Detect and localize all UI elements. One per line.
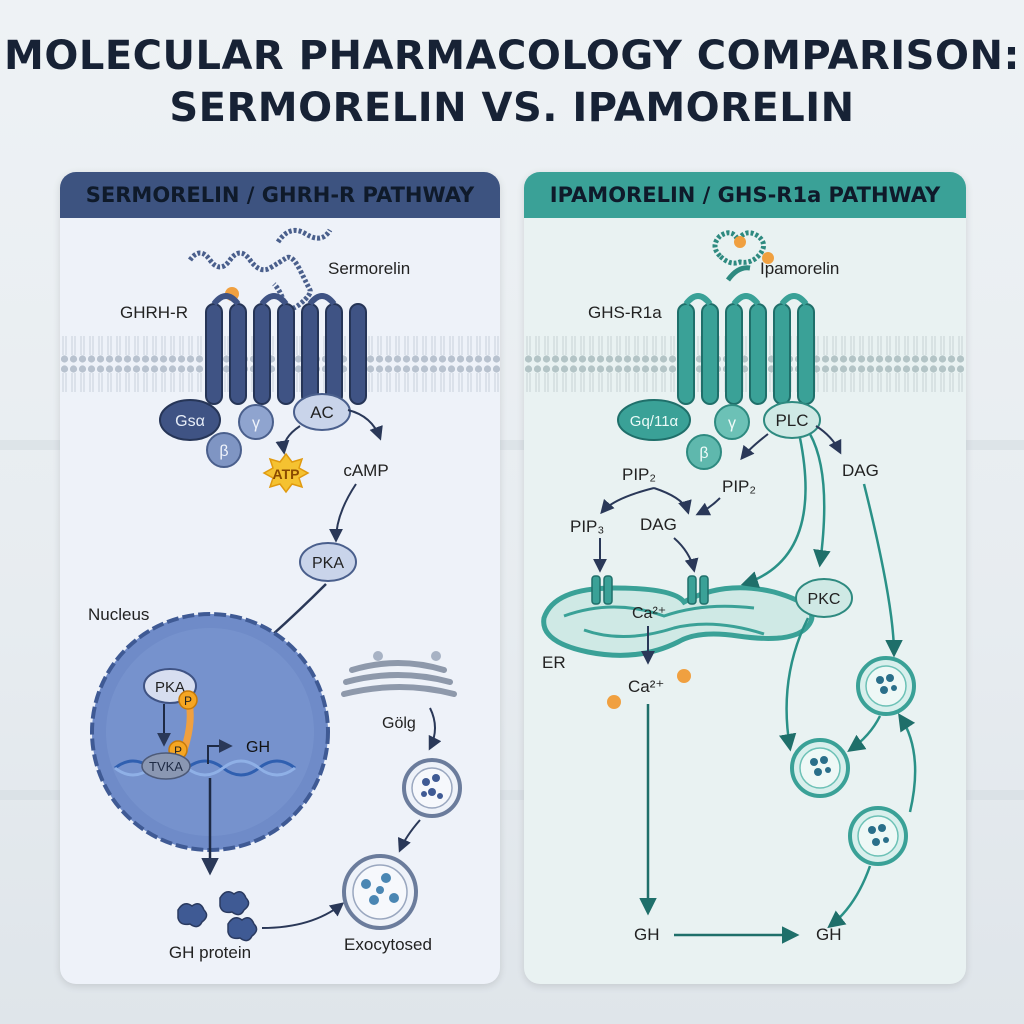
ipamorelin-panel-header: IPAMORELIN / GHS-R1a PATHWAY	[524, 172, 966, 218]
atp-label: ATP	[273, 466, 300, 482]
golgi-apparatus	[341, 660, 457, 697]
atp-burst	[262, 452, 310, 494]
page-title: MOLECULAR PHARMACOLOGY COMPARISON: SERMO…	[0, 30, 1024, 134]
ipamorelin-panel: IPAMORELIN / GHS-R1a PATHWAY Ipamorel	[524, 172, 966, 984]
adenylyl-cyclase	[293, 393, 351, 431]
ghrh-receptor	[205, 303, 367, 405]
golgi-label: Gölg	[382, 715, 416, 732]
ligand-dot	[762, 252, 774, 264]
er-calcium-label: Ca²⁺	[632, 605, 666, 622]
ipamorelin-peptide	[712, 230, 766, 266]
title-line-2: SERMORELIN VS. IPAMORELIN	[169, 85, 855, 131]
sermorelin-peptide	[187, 250, 313, 311]
gq-alpha-subunit	[617, 399, 691, 441]
phospho-label: P	[174, 744, 182, 758]
phospho-label: P	[184, 694, 192, 708]
background-shelf	[0, 440, 1024, 450]
nuclear-pka-label: PKA	[155, 679, 185, 696]
pkc-enzyme	[795, 578, 853, 618]
sermorelin-peptide-tail	[275, 227, 333, 244]
ligand-label: Ipamorelin	[760, 259, 839, 278]
dag-label-right: DAG	[842, 461, 879, 480]
nucleus-label: Nucleus	[88, 605, 149, 624]
receptor-label: GHRH-R	[120, 303, 188, 322]
pip2-label-right: PIP₂	[722, 477, 756, 496]
g-beta-label: β	[699, 445, 708, 462]
tf-label: TVKA	[149, 759, 183, 774]
camp-label: cAMP	[343, 461, 388, 480]
pka-label: PKA	[312, 555, 344, 572]
title-line-1: MOLECULAR PHARMACOLOGY COMPARISON:	[4, 33, 1020, 79]
g-gamma-label: γ	[728, 415, 736, 432]
ligand-label: Sermorelin	[328, 259, 410, 278]
er-label: ER	[542, 653, 566, 672]
endoplasmic-reticulum	[541, 585, 815, 658]
ligand-dot	[734, 236, 746, 248]
phospholipase-c	[763, 401, 821, 439]
dag-label-left: DAG	[640, 515, 677, 534]
gq-alpha-label: Gq/11α	[630, 413, 679, 430]
pip3-label: PIP₃	[570, 517, 604, 536]
g-beta-subunit	[206, 432, 242, 468]
gh-output-left: GH	[634, 925, 660, 944]
sermorelin-panel-header: SERMORELIN / GHRH-R PATHWAY	[60, 172, 500, 218]
pip2-label-left: PIP₂	[622, 465, 656, 484]
gh-output-right: GH	[816, 925, 842, 944]
calcium-ion	[677, 669, 691, 683]
ip3-receptor-channel	[591, 575, 709, 605]
pka-enzyme	[299, 542, 357, 582]
effector-label: PLC	[775, 411, 808, 430]
pkc-label: PKC	[808, 591, 841, 608]
phospho-group	[178, 690, 198, 710]
gs-alpha-label: Gsα	[175, 413, 205, 430]
sermorelin-panel: SERMORELIN / GHRH-R PATHWAY Sermorelin	[60, 172, 500, 984]
gene-label: GH	[246, 739, 270, 756]
gh-protein-label: GH protein	[169, 943, 251, 962]
cell-membrane	[524, 330, 966, 394]
gh-vesicle	[856, 656, 916, 716]
g-gamma-subunit	[714, 404, 750, 440]
exocytosed-label: Exocytosed	[344, 935, 432, 954]
ghs-r1a-receptor	[677, 303, 815, 405]
effector-label: AC	[310, 403, 334, 422]
gs-alpha-subunit	[159, 399, 221, 441]
g-gamma-subunit	[238, 404, 274, 440]
g-beta-subunit	[686, 434, 722, 470]
gh-protein-cluster	[177, 891, 258, 942]
g-beta-label: β	[219, 443, 228, 460]
sermorelin-pathway-diagram: Sermorelin GHRH-R Gsα β γ AC ATP cAMP	[60, 227, 500, 962]
receptor-label: GHS-R1a	[588, 303, 662, 322]
ipamorelin-pathway-diagram: Ipamorelin GHS-R1a Gq/11α β γ PLC PIP₂ P…	[524, 230, 966, 944]
g-gamma-label: γ	[252, 415, 260, 432]
gh-vesicle	[790, 738, 850, 798]
calcium-label: Ca²⁺	[628, 677, 664, 696]
background-shelf	[0, 790, 1024, 800]
transcription-factor	[141, 752, 191, 780]
calcium-ion	[607, 695, 621, 709]
gh-vesicle	[848, 806, 908, 866]
